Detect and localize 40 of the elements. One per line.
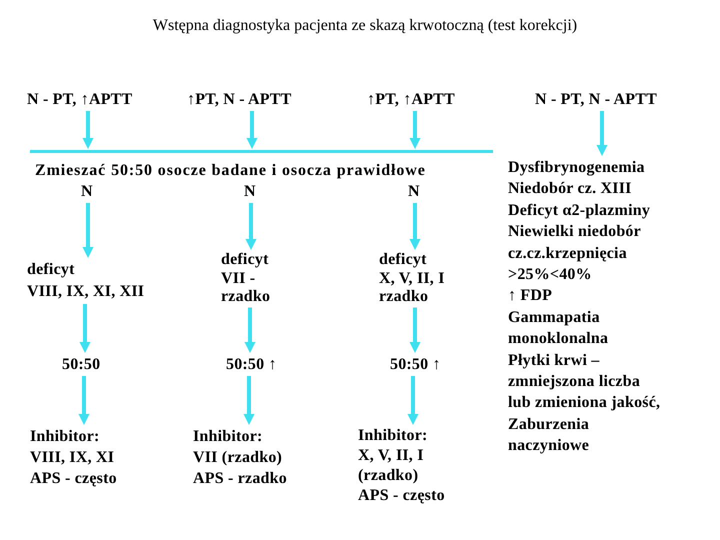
lab-result-text: N - PT, N - APTT — [535, 89, 658, 110]
condition-text: Niedobór cz. XIII — [508, 179, 633, 200]
arrow — [78, 376, 90, 425]
result-label: N — [244, 181, 256, 202]
mixing-result-text: 50:50 — [62, 354, 100, 375]
mixing-bar — [30, 150, 493, 153]
arrow — [246, 203, 256, 250]
deficiency-text: deficyt VII - rzadko — [221, 251, 270, 306]
title: Wstępna diagnostyka pacjenta ze skazą krwotoczną (test korekcji) — [152, 17, 578, 35]
condition-text: Płytki krwi – zmniejszona liczba lub zmieniona jakość, — [508, 350, 660, 414]
result-label: N — [408, 181, 420, 202]
arrow — [246, 111, 258, 149]
condition-text: Gammapatia monoklonalna — [508, 308, 610, 350]
lab-result-text: ↑PT, N - APTT — [187, 89, 292, 110]
condition-text: Dysfibrynogenemia — [508, 158, 646, 178]
condition-text: Zaburzenia naczyniowe — [508, 414, 590, 456]
lab-result-text: ↑PT, ↑APTT — [367, 89, 455, 110]
arrow — [244, 376, 254, 425]
arrow — [596, 111, 608, 156]
lab-result-text: N - PT, ↑APTT — [27, 89, 132, 110]
inhibitor-text: Inhibitor: X, V, II, I (rzadko) APS - często — [358, 426, 445, 506]
condition-text: Niewielki niedobór cz.cz.krzepnięcia >25%<40% — [508, 222, 642, 286]
arrow — [410, 308, 420, 353]
condition-text: ↑ FDP — [508, 286, 554, 306]
arrow — [82, 111, 94, 149]
condition-text: Deficyt α2-plazminy — [508, 200, 652, 221]
arrow — [410, 111, 420, 149]
mixing-result-text: 50:50 ↑ — [390, 354, 441, 375]
result-label: N — [81, 181, 93, 202]
instruction-text: Zmieszać 50:50 osocze badane i osocza prawidłowe — [35, 161, 426, 181]
inhibitor-text: Inhibitor: VII (rzadko) APS - rzadko — [193, 426, 287, 489]
arrow — [244, 308, 256, 353]
inhibitor-text: Inhibitor: VIII, IX, XI APS - często — [30, 426, 117, 489]
arrow — [410, 203, 420, 250]
arrow — [82, 203, 94, 258]
arrow — [80, 304, 90, 353]
arrow — [408, 376, 418, 425]
deficiency-text: deficyt VIII, IX, XI, XII — [27, 259, 144, 303]
deficiency-text: deficyt X, V, II, I rzadko — [379, 251, 445, 306]
mixing-result-text: 50:50 ↑ — [226, 354, 277, 375]
